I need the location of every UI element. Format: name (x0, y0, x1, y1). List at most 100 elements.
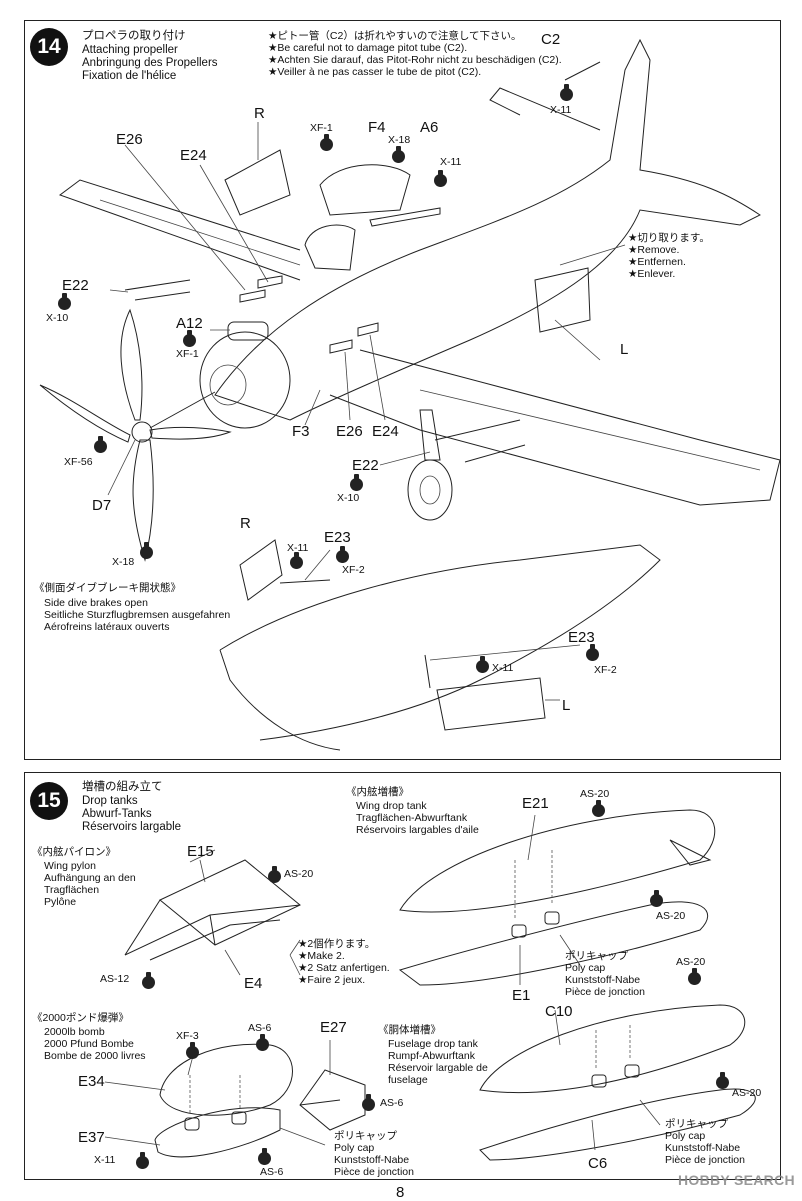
part-label-e4: E4 (244, 975, 263, 992)
make2-de: ★2 Satz anfertigen. (298, 962, 390, 974)
paint-x11-d-icon (476, 656, 489, 673)
paint-as20-d-icon (688, 968, 701, 985)
paint-xf1-icon (320, 134, 333, 151)
paint-code-xf2-b: XF-2 (594, 664, 617, 676)
part-label-c10: C10 (545, 1003, 573, 1020)
paint-code-as12: AS-12 (100, 973, 130, 985)
step15-title-jp: 増槽の組み立て (82, 781, 163, 793)
bomb-en: 2000lb bomb (44, 1026, 105, 1038)
paint-code-x11-b: X-11 (440, 156, 462, 168)
pylon-en: Wing pylon (44, 860, 96, 872)
paint-code-xf56: XF-56 (64, 456, 93, 468)
paint-code-xf2: XF-2 (342, 564, 365, 576)
paint-as12-icon (142, 972, 155, 989)
part-label-e22-b: E22 (352, 457, 379, 474)
step15-title-fr: Réservoirs largable (82, 821, 182, 833)
polycap-de-b: Kunststoff-Nabe (665, 1142, 741, 1154)
make2-jp: ★2個作ります。 (298, 938, 376, 950)
dive-brake-jp: 《側面ダイブブレーキ開状態》 (34, 582, 181, 594)
step14-title-fr: Fixation de l'hélice (82, 70, 177, 82)
paint-code-as20-b: AS-20 (580, 788, 610, 800)
paint-code-x11-c: X-11 (287, 542, 309, 554)
paint-code-x10: X-10 (46, 312, 69, 324)
caution-jp: ★ピトー管（C2）は折れやすいので注意して下さい。 (268, 30, 522, 42)
pylon-de-2: Tragflächen (44, 884, 100, 896)
paint-code-x10-b: X-10 (337, 492, 360, 504)
step15-title-en: Drop tanks (82, 795, 138, 807)
paint-code-x18: X-18 (388, 134, 411, 146)
paint-code-as6-c: AS-6 (260, 1166, 284, 1178)
paint-xf2-icon (336, 546, 349, 563)
watermark: HOBBY SEARCH (678, 1172, 795, 1188)
polycap-en-a: Poly cap (565, 962, 606, 974)
polycap-fr-b: Pièce de jonction (665, 1154, 745, 1166)
wing-tank-en: Wing drop tank (356, 800, 427, 812)
paint-code-as20-d: AS-20 (676, 956, 706, 968)
paint-code-as20-e: AS-20 (732, 1087, 762, 1099)
part-label-e23: E23 (324, 529, 351, 546)
part-label-c6: C6 (588, 1155, 608, 1172)
step14-title-jp: プロペラの取り付け (82, 30, 186, 42)
part-label-e34: E34 (78, 1073, 105, 1090)
paint-xf2-b-icon (586, 644, 599, 661)
part-label-l: L (620, 341, 629, 358)
step-15-panel (24, 772, 781, 1180)
pylon-fr: Pylône (44, 896, 77, 908)
part-label-a6: A6 (420, 119, 439, 136)
part-label-a12: A12 (176, 315, 203, 332)
paint-code-xf3: XF-3 (176, 1030, 199, 1042)
caution-fr: ★Veiller à ne pas casser le tube de pito… (268, 66, 482, 78)
polycap-de-c: Kunststoff-Nabe (334, 1154, 410, 1166)
paint-code-xf1-b: XF-1 (176, 348, 199, 360)
paint-code-xf1: XF-1 (310, 122, 333, 134)
polycap-jp-b: ポリキャップ (665, 1118, 728, 1130)
part-label-e15: E15 (187, 843, 214, 860)
paint-as6-b-icon (362, 1094, 375, 1111)
wing-tank-de: Tragflächen-Abwurftank (356, 812, 468, 824)
fuselage-tank-jp: 《胴体増槽》 (378, 1024, 441, 1036)
paint-x11-c-icon (290, 552, 303, 569)
wing-tank-jp: 《内舷増槽》 (346, 786, 409, 798)
paint-x10-b-icon (350, 474, 363, 491)
paint-x11-icon (560, 84, 573, 101)
remove-fr: ★Enlever. (628, 268, 676, 280)
fuselage-tank-en: Fuselage drop tank (388, 1038, 478, 1050)
part-label-e21: E21 (522, 795, 549, 812)
paint-code-x11-d: X-11 (492, 662, 514, 674)
polycap-fr-a: Pièce de jonction (565, 986, 645, 998)
part-label-e24: E24 (180, 147, 207, 164)
part-label-e22: E22 (62, 277, 89, 294)
remove-de: ★Entfernen. (628, 256, 686, 268)
fuselage-tank-fr-2: fuselage (388, 1074, 428, 1086)
polycap-jp-a: ポリキャップ (565, 950, 628, 962)
part-label-e27: E27 (320, 1019, 347, 1036)
paint-xf56-icon (94, 436, 107, 453)
step-number-15: 15 (30, 782, 68, 820)
bomb-fr: Bombe de 2000 livres (44, 1050, 146, 1062)
part-label-d7: D7 (92, 497, 112, 514)
paint-x11-b-icon (434, 170, 447, 187)
page-number: 8 (396, 1184, 405, 1201)
paint-code-x11-e: X-11 (94, 1154, 116, 1166)
part-label-e26: E26 (116, 131, 143, 148)
step14-title-de: Anbringung des Propellers (82, 57, 218, 69)
step-14-panel (24, 20, 781, 760)
polycap-en-c: Poly cap (334, 1142, 375, 1154)
bomb-jp: 《2000ポンド爆弾》 (32, 1012, 129, 1024)
bomb-de: 2000 Pfund Bombe (44, 1038, 134, 1050)
paint-as20-e-icon (716, 1072, 729, 1089)
paint-code-as6-a: AS-6 (248, 1022, 272, 1034)
paint-as6-a-icon (256, 1034, 269, 1051)
paint-as6-c-icon (258, 1148, 271, 1165)
pylon-de-1: Aufhängung an den (44, 872, 136, 884)
polycap-fr-c: Pièce de jonction (334, 1166, 414, 1178)
dive-brake-fr: Aérofreins latéraux ouverts (44, 621, 170, 633)
part-label-e24-b: E24 (372, 423, 399, 440)
part-label-c2: C2 (541, 31, 561, 48)
paint-xf1-b-icon (183, 330, 196, 347)
part-label-l-2: L (562, 697, 571, 714)
remove-en: ★Remove. (628, 244, 680, 256)
paint-code-as20-a: AS-20 (284, 868, 314, 880)
part-label-r-2: R (240, 515, 251, 532)
